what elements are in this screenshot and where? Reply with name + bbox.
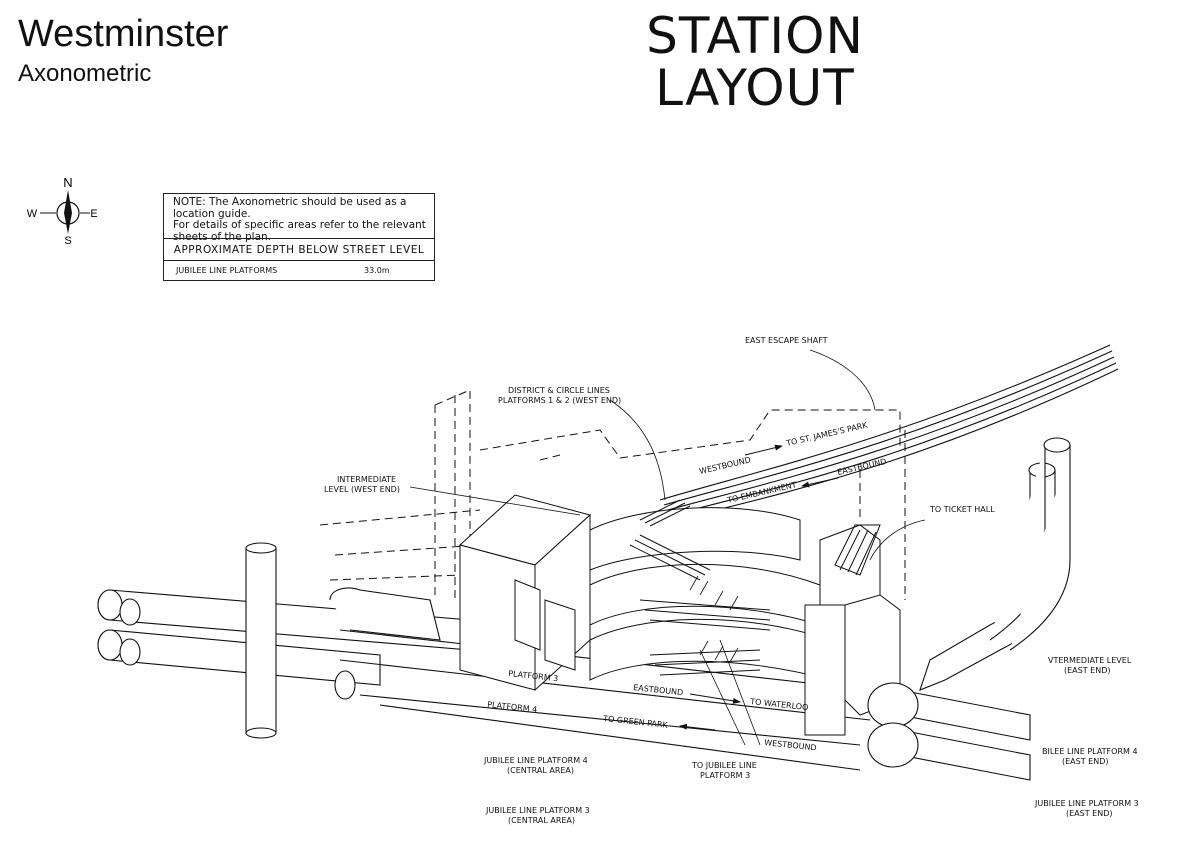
page-title: STATION LAYOUT xyxy=(600,10,910,114)
label-jub3-central-2: (CENTRAL AREA) xyxy=(508,816,575,825)
district-circle-tracks xyxy=(659,344,1119,521)
station-box xyxy=(458,494,901,736)
label-intermediate-west-2: LEVEL (WEST END) xyxy=(324,485,400,494)
note-box: NOTE: The Axonometric should be used as … xyxy=(163,193,435,281)
label-district-circle-2: PLATFORMS 1 & 2 (WEST END) xyxy=(498,396,621,405)
note-text: NOTE: The Axonometric should be used as … xyxy=(164,194,434,242)
label-jub3-central-1: JUBILEE LINE PLATFORM 3 xyxy=(485,806,590,815)
label-jub4-central-1: JUBILEE LINE PLATFORM 4 xyxy=(483,756,588,765)
depth-table-header: APPROXIMATE DEPTH BELOW STREET LEVEL xyxy=(164,239,434,261)
escalator-hatching xyxy=(689,575,739,663)
label-jub3-east-1: JUBILEE LINE PLATFORM 3 xyxy=(1034,799,1139,808)
escalators xyxy=(629,499,881,676)
direction-arrows xyxy=(679,444,839,731)
dashed-outline xyxy=(319,389,906,600)
label-east-escape-shaft: EAST ESCAPE SHAFT xyxy=(745,336,828,345)
page-title-line-2: LAYOUT xyxy=(655,59,855,117)
depth-value: 33.0m xyxy=(364,266,390,275)
west-shaft xyxy=(245,542,277,739)
compass-w: W xyxy=(27,208,38,220)
note-line-1: NOTE: The Axonometric should be used as … xyxy=(173,196,407,208)
page-title-line-1: STATION xyxy=(646,7,864,65)
compass-rose-icon: N S W E xyxy=(27,176,98,246)
view-type: Axonometric xyxy=(18,60,152,87)
compass-n: N xyxy=(63,176,72,190)
label-to-jub3-2: PLATFORM 3 xyxy=(700,771,750,780)
label-jub4-central-2: (CENTRAL AREA) xyxy=(507,766,574,775)
station-name: Westminster xyxy=(18,13,229,55)
note-line-3: For details of specific areas refer to t… xyxy=(173,219,426,231)
label-westbound-upper: WESTBOUND xyxy=(698,455,751,476)
jubilee-west-tunnels xyxy=(97,587,471,700)
jubilee-east-tunnels xyxy=(867,437,1071,781)
label-to-st-james: TO ST. JAMES'S PARK xyxy=(784,420,869,448)
label-to-ticket-hall: TO TICKET HALL xyxy=(929,505,995,514)
label-intermediate-east-1: VTERMEDIATE LEVEL xyxy=(1048,656,1132,665)
compass-e: E xyxy=(90,208,97,220)
label-district-circle-1: DISTRICT & CIRCLE LINES xyxy=(508,386,610,395)
label-eastbound-upper: EASTBOUND xyxy=(836,457,887,477)
label-eastbound-lower: EASTBOUND xyxy=(633,683,684,697)
label-intermediate-east-2: (EAST END) xyxy=(1064,666,1110,675)
platform-tunnels xyxy=(339,629,871,771)
title-block: Westminster Axonometric xyxy=(18,14,228,88)
label-jub4-east-2: (EAST END) xyxy=(1062,757,1108,766)
depth-table-row: JUBILEE LINE PLATFORMS 33.0m xyxy=(164,261,434,280)
label-jub3-east-2: (EAST END) xyxy=(1066,809,1112,818)
leader-lines xyxy=(409,349,926,746)
diagram-labels: EAST ESCAPE SHAFT DISTRICT & CIRCLE LINE… xyxy=(324,336,1139,825)
axonometric-diagram: EAST ESCAPE SHAFT DISTRICT & CIRCLE LINE… xyxy=(97,336,1139,825)
label-intermediate-west-1: INTERMEDIATE xyxy=(337,475,396,484)
label-platform-4: PLATFORM 4 xyxy=(487,700,538,714)
label-to-embankment: TO EMBANKMENT xyxy=(725,480,797,505)
note-line-2: location guide. xyxy=(173,207,251,220)
note-line-4: sheets of the plan. xyxy=(173,230,272,243)
compass-s: S xyxy=(64,235,71,246)
label-to-green-park: TO GREEN PARK xyxy=(602,714,669,730)
label-jub4-east-1: BILEE LINE PLATFORM 4 xyxy=(1042,747,1138,756)
depth-label: JUBILEE LINE PLATFORMS xyxy=(176,266,278,275)
label-to-jub3-1: TO JUBILEE LINE xyxy=(691,761,757,770)
